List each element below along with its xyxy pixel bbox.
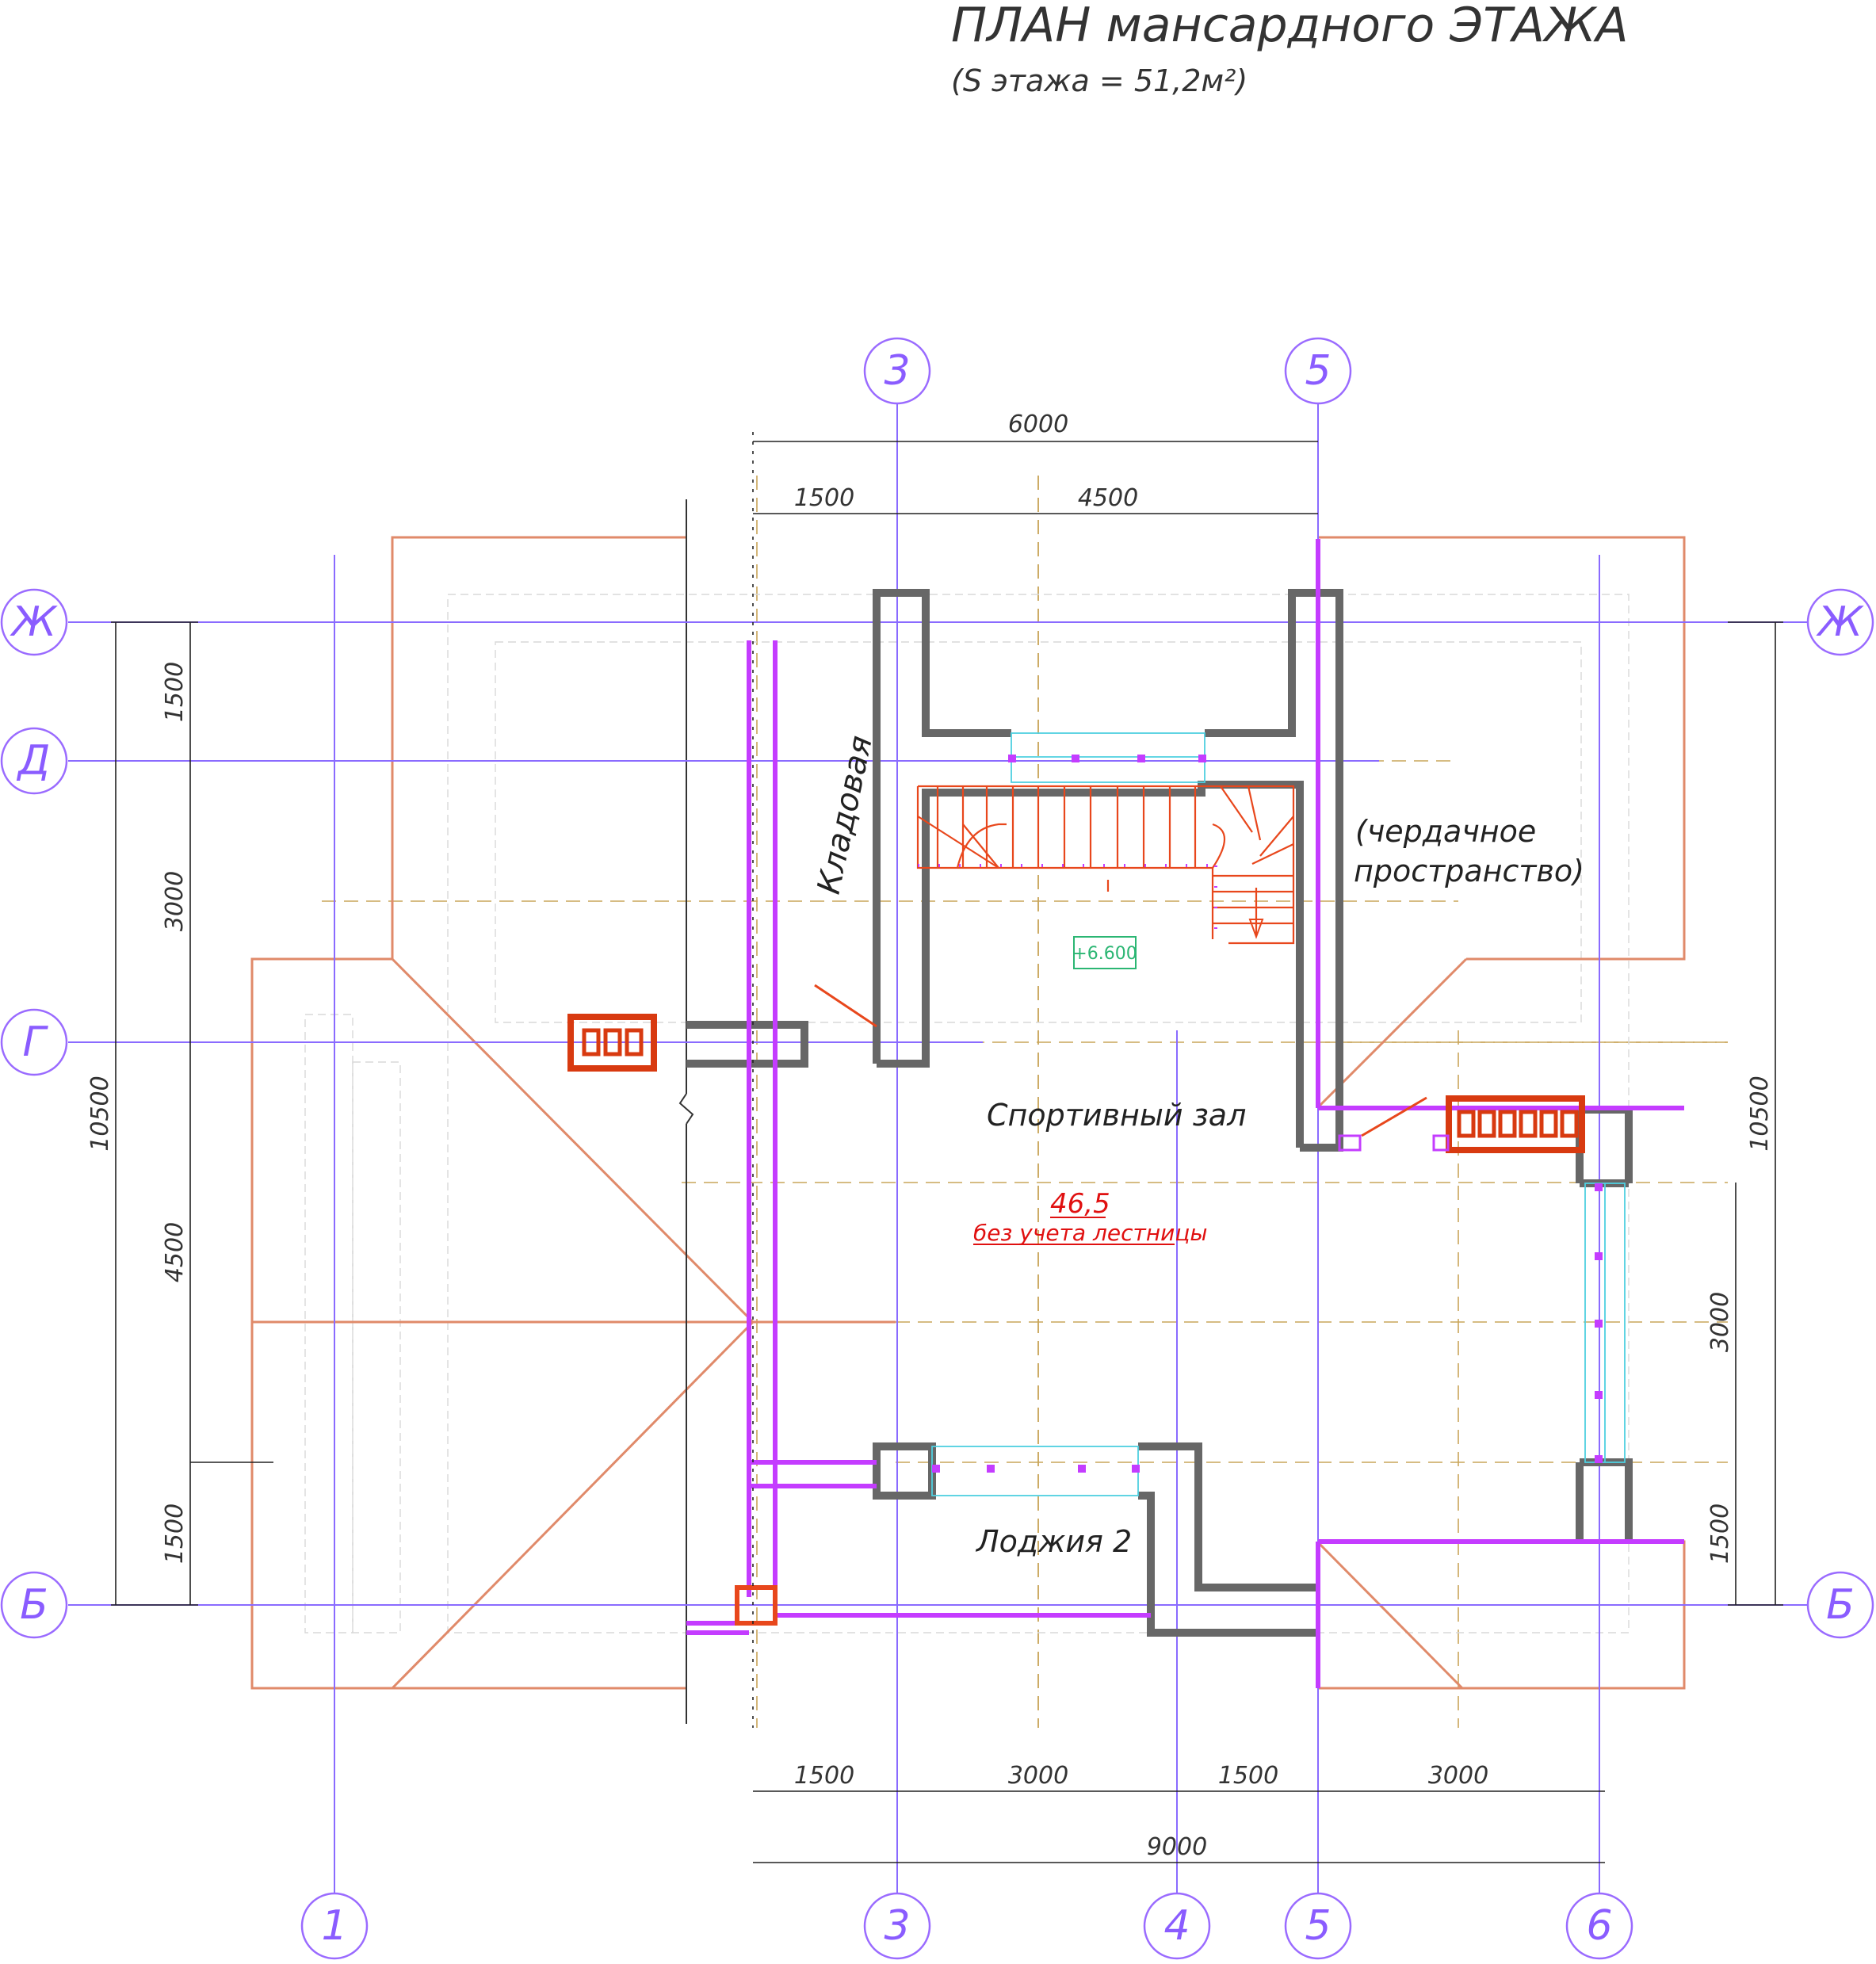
room-area-note: без учета лестницы — [973, 1220, 1208, 1246]
axis-left-g: Г — [23, 1018, 49, 1066]
horizontal-axes — [68, 621, 1807, 1606]
dim-bottom-part-2: 3000 — [1008, 1762, 1068, 1790]
room-loggia-label: Лоджия 2 — [975, 1524, 1132, 1559]
axis-top-5: 5 — [1305, 347, 1331, 395]
dim-left-part-2: 3000 — [161, 871, 189, 931]
axis-bottom-3: 3 — [884, 1902, 910, 1950]
dim-left-part-1: 1500 — [161, 662, 189, 722]
dim-right-total: 10500 — [1746, 1076, 1774, 1151]
axis-right-b: Б — [1826, 1581, 1855, 1629]
level-mark-box — [1073, 936, 1137, 969]
axis-bubbles: 3 5 1 3 4 5 6 Ж Д Г Б Ж Б — [0, 337, 1874, 1960]
axis-left-zh: Ж — [10, 598, 58, 646]
axis-left-d: Д — [17, 737, 51, 785]
room-attic-label-line1: (чердачное — [1355, 814, 1536, 849]
staircase — [916, 785, 1295, 945]
room-storage-label: Кладовая — [811, 732, 880, 897]
room-area-value: 46,5 — [1050, 1188, 1110, 1220]
dim-bottom-part-1: 1500 — [794, 1762, 854, 1790]
dim-top-total: 6000 — [1008, 411, 1068, 438]
axis-left-b: Б — [20, 1581, 48, 1629]
axis-bottom-5: 5 — [1305, 1902, 1331, 1950]
axis-bottom-4: 4 — [1163, 1902, 1190, 1950]
dimension-lines — [111, 432, 1783, 1863]
room-gym-label: Спортивный зал — [987, 1098, 1246, 1133]
dim-top-part-1: 1500 — [794, 484, 854, 512]
radiators — [567, 984, 1585, 1153]
break-line — [678, 499, 694, 1724]
dim-left-total: 10500 — [86, 1076, 114, 1151]
dim-bottom-part-3: 1500 — [1218, 1762, 1278, 1790]
axis-top-3: 3 — [884, 347, 910, 395]
dimension-texts: 6000 1500 4500 1500 3000 1500 3000 9000 … — [86, 411, 1774, 1861]
dim-right-part-1: 3000 — [1706, 1292, 1734, 1352]
partitions — [686, 539, 1684, 1688]
dim-top-part-2: 4500 — [1078, 484, 1138, 512]
dim-bottom-part-4: 3000 — [1428, 1762, 1488, 1790]
dim-left-part-4: 1500 — [161, 1504, 189, 1564]
dim-bottom-total: 9000 — [1147, 1833, 1207, 1861]
faint-outlines — [304, 594, 1630, 1633]
room-attic-label-line2: пространство) — [1354, 854, 1584, 888]
axis-bottom-1: 1 — [321, 1902, 347, 1950]
axis-bottom-6: 6 — [1586, 1902, 1612, 1950]
dim-right-part-2: 1500 — [1706, 1504, 1734, 1564]
vertical-axes — [334, 396, 1600, 1894]
plan-title: ПЛАН мансардного ЭТАЖА — [951, 0, 1629, 53]
plan-subtitle: (S этажа = 51,2м²) — [951, 63, 1247, 98]
dim-left-part-3: 4500 — [161, 1222, 189, 1282]
axis-right-zh: Ж — [1816, 598, 1864, 646]
column — [735, 1585, 778, 1626]
windows — [931, 732, 1626, 1496]
roof-outline — [250, 536, 1686, 1690]
level-mark: +6.600 — [1072, 944, 1137, 964]
